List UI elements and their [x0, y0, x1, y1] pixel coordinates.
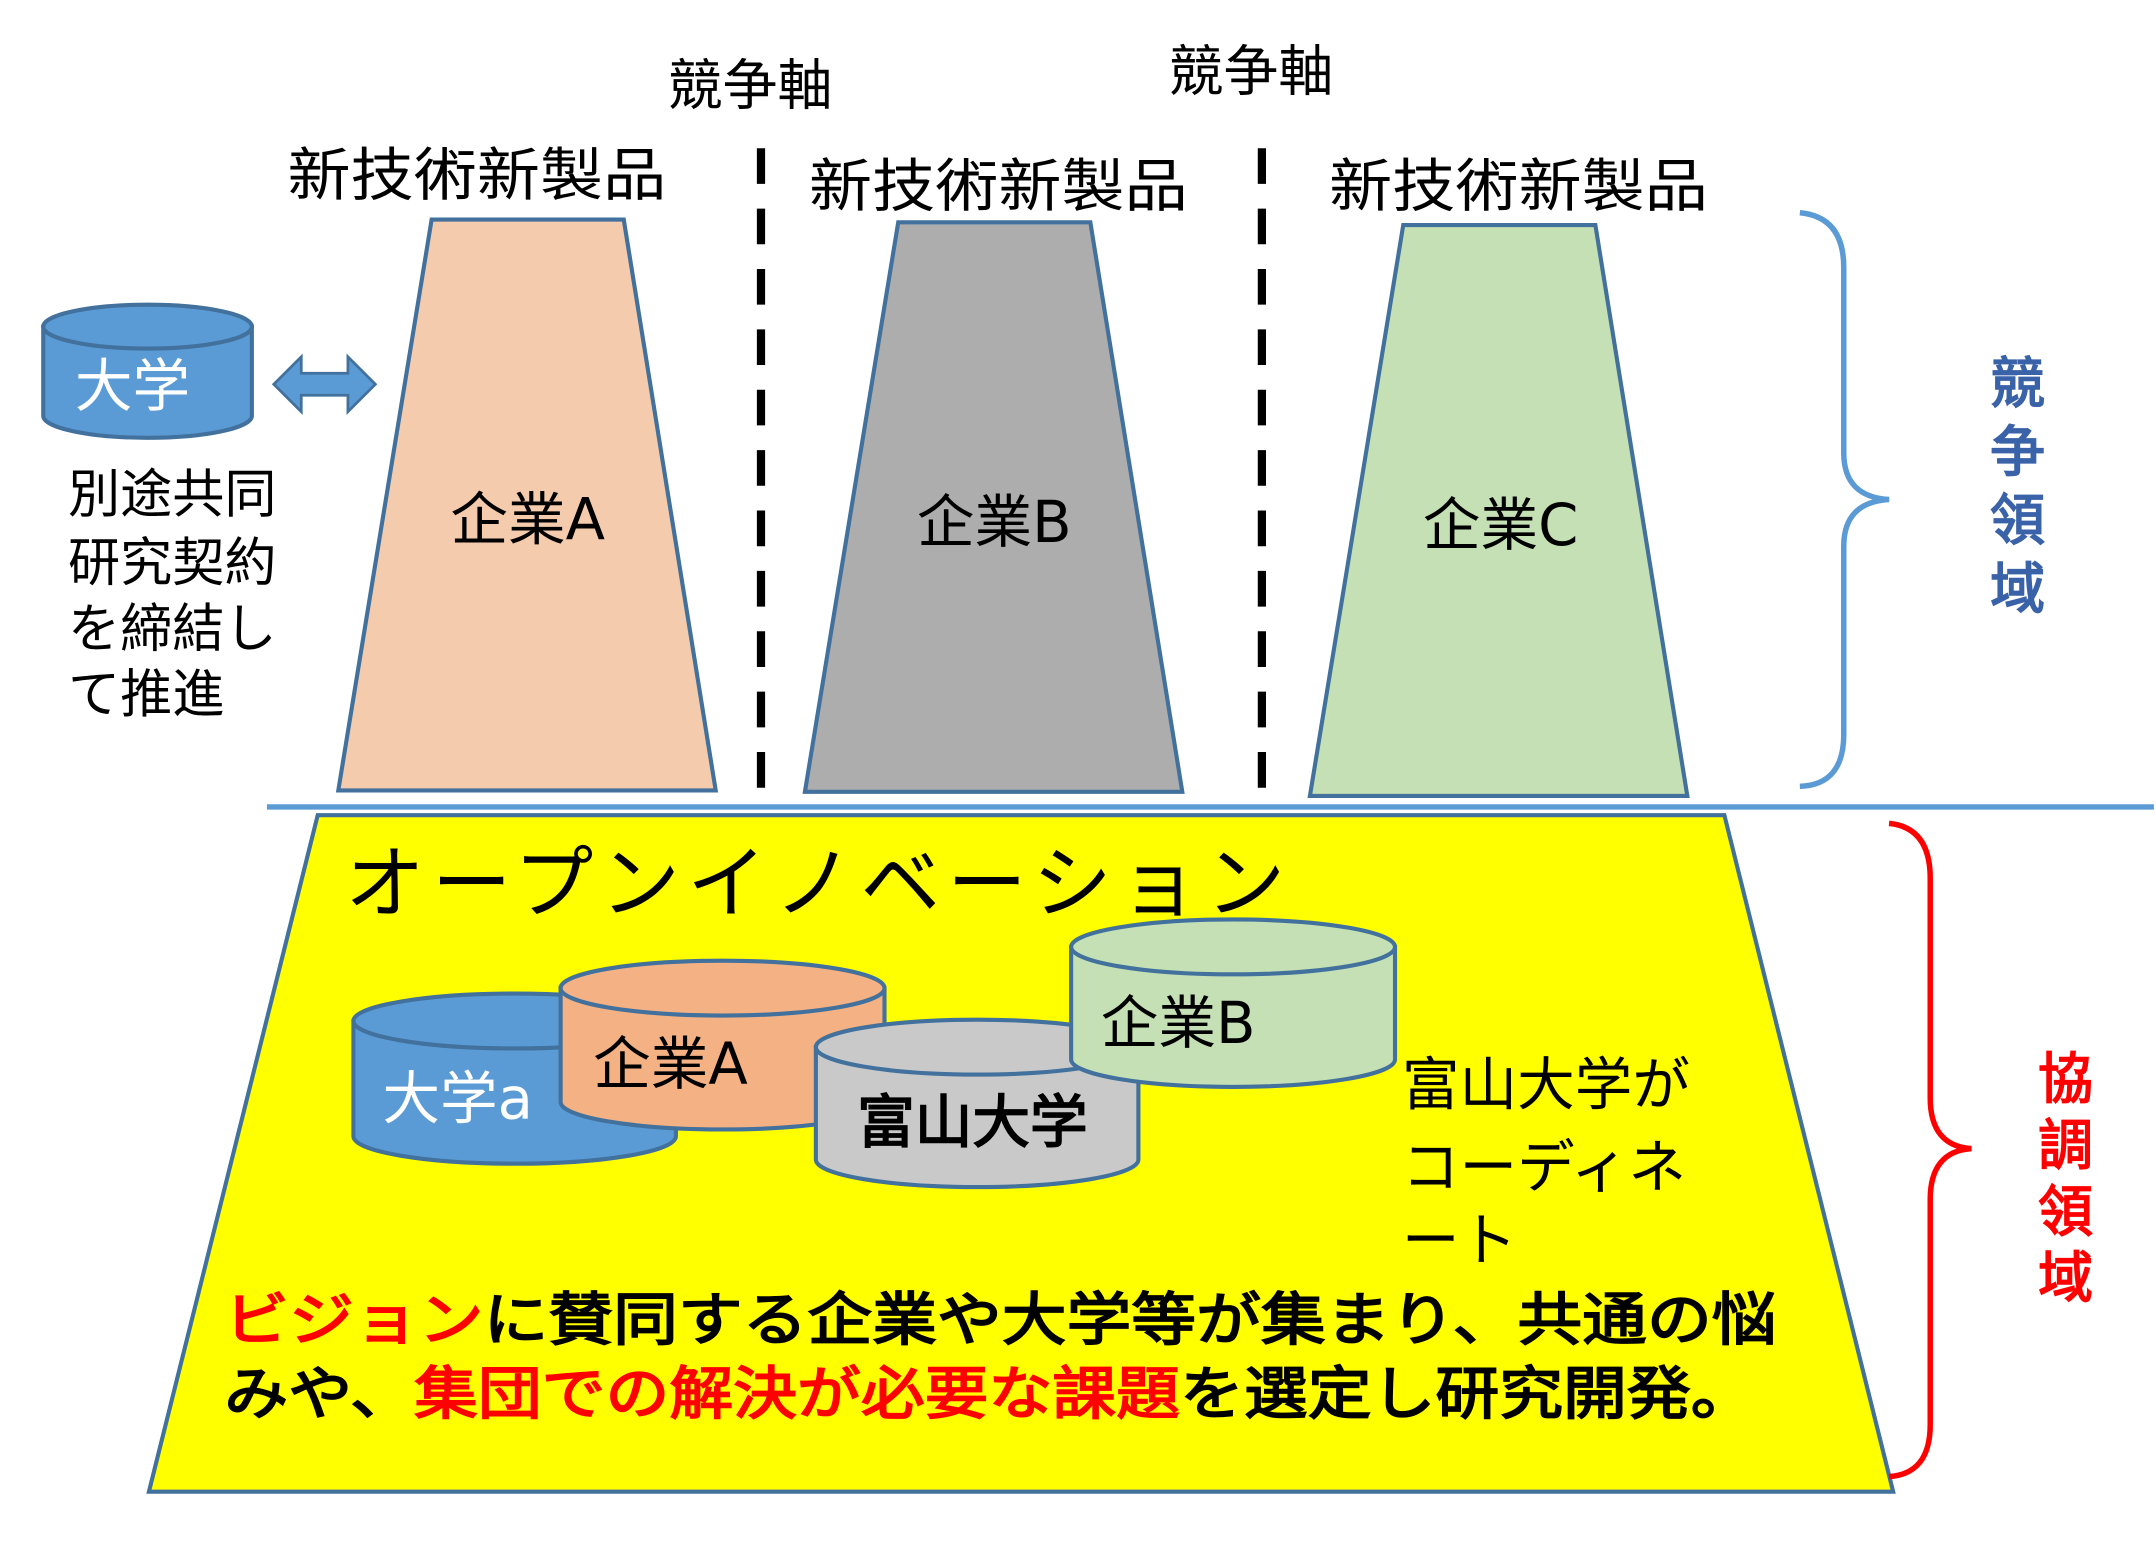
company-a-trapezoid: [335, 217, 719, 793]
company-a-label: 企業A: [450, 486, 605, 553]
university-cylinder: 大学: [41, 302, 254, 440]
cylinder-label: 企業B: [1101, 990, 1256, 1057]
description-highlight: 集団での解決が必要な課題: [413, 1361, 1181, 1428]
cooperation-area-label: 協調領域: [2029, 1050, 2093, 1304]
competition-axis-label: 競争軸: [1169, 40, 1334, 104]
coordinate-note-line: ート: [1402, 1207, 1517, 1274]
side-note-line: て推進: [68, 665, 224, 725]
company-c-trapezoid: [1307, 223, 1690, 799]
cooperation-brace: [1888, 820, 1972, 1480]
cylinder-2: 企業A: [558, 958, 887, 1132]
coordinate-note-line: コーディネ: [1402, 1134, 1686, 1201]
side-note-line: 研究契約: [68, 534, 277, 594]
company-b-label: 企業B: [917, 489, 1072, 556]
side-note: 別途共同 研究契約 を締結し て推進: [68, 465, 277, 725]
cylinder-label: 企業A: [593, 1031, 748, 1098]
new-tech-label: 新技術新製品: [288, 142, 667, 209]
cylinder-4: 企業B: [1069, 917, 1398, 1089]
university-label: 大学: [75, 353, 190, 420]
double-arrow-icon: [271, 353, 378, 416]
side-note-line: 別途共同: [68, 465, 277, 525]
cylinder-top: [558, 958, 887, 1018]
cylinder-label: 大学a: [382, 1065, 533, 1132]
description-text: に賛同する企業や大学等が集まり、共通の悩: [484, 1286, 1777, 1353]
cylinder-body: [813, 1045, 1141, 1190]
competition-area-label: 競争領域: [1981, 354, 2045, 615]
company-b-trapezoid: [802, 220, 1185, 794]
new-tech-label: 新技術新製品: [1329, 153, 1708, 220]
open-innovation-title: オープンイノベーション: [345, 837, 1285, 930]
cylinder-3: 富山大学: [813, 1017, 1141, 1190]
cylinder-body: [1069, 944, 1398, 1089]
side-note-line: を締結し: [68, 599, 277, 659]
description-line-1: ビジョンに賛同する企業や大学等が集まり、共通の悩: [224, 1286, 1776, 1353]
competition-brace: [1799, 209, 1890, 790]
description-line-2: みや、集団での解決が必要な課題を選定し研究開発。: [224, 1361, 1754, 1428]
cylinder-top: [1069, 917, 1398, 977]
description-highlight: ビジョン: [224, 1286, 483, 1353]
description-text: みや、: [224, 1361, 414, 1428]
cylinder-label: 富山大学: [857, 1089, 1088, 1156]
coordinate-note-line: 富山大学が: [1402, 1052, 1690, 1119]
competition-axis-label: 競争軸: [668, 53, 833, 117]
description-text: を選定し研究開発。: [1180, 1361, 1755, 1428]
company-c-label: 企業C: [1423, 492, 1578, 559]
new-tech-label: 新技術新製品: [809, 153, 1188, 220]
